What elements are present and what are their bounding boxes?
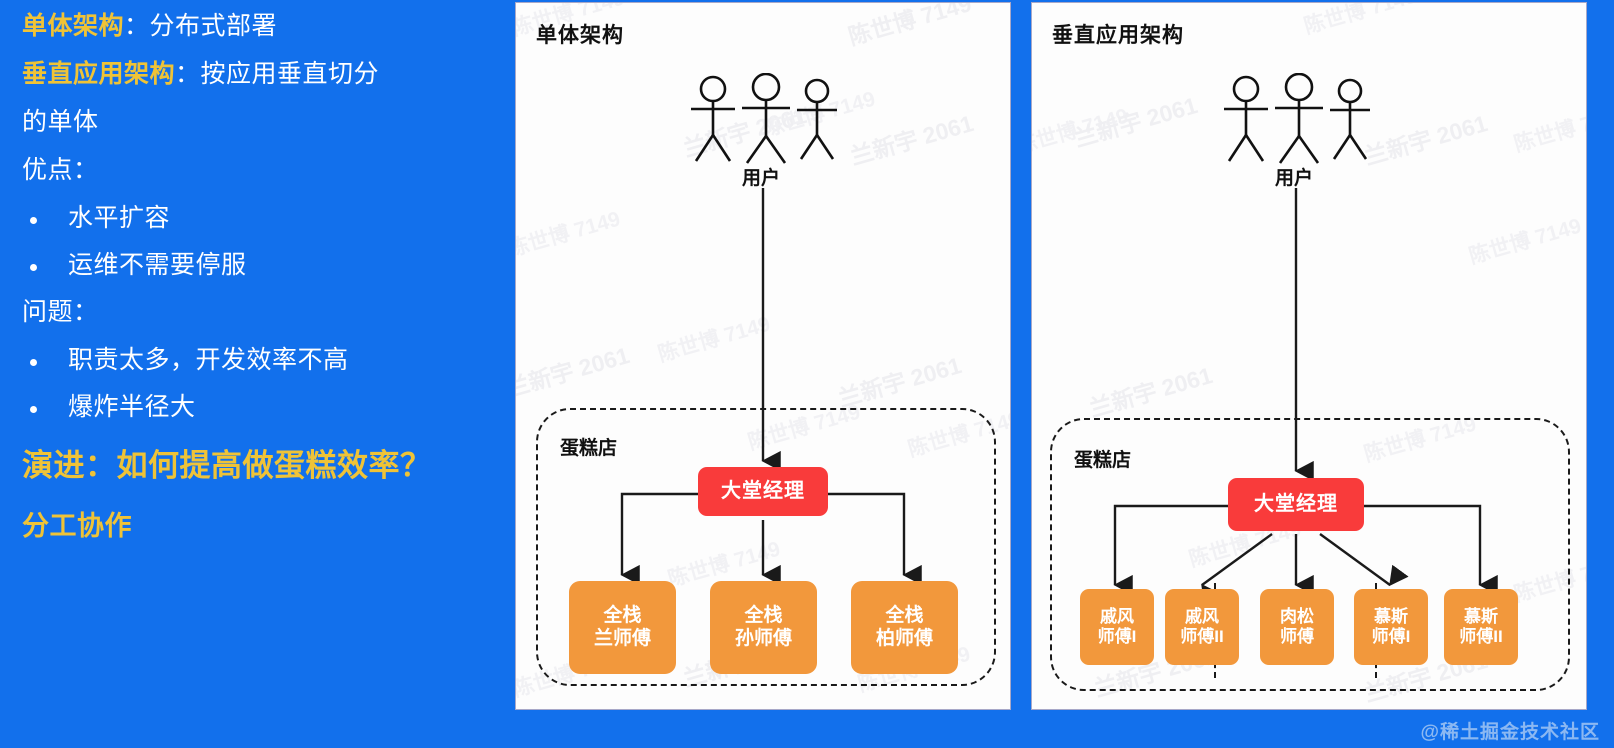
vertical-connectors: [1113, 188, 1498, 606]
slide-line-vertical-rest: ：按应用垂直切分: [175, 60, 380, 88]
worker-node-1[interactable]: 全栈 孙师傅: [710, 581, 817, 674]
worker-node-2[interactable]: 肉松 师傅: [1260, 589, 1334, 665]
pros-item-1-label: 运维不需要停服: [68, 251, 247, 279]
vertical-panel-title: 垂直应用架构: [1052, 24, 1184, 47]
worker-node-1-line1: 戚风: [1184, 606, 1219, 626]
cake-shop-label: 蛋糕店: [1074, 450, 1132, 471]
worker-node-2-line1: 全栈: [885, 605, 924, 627]
worker-node-2-line2: 柏师傅: [875, 627, 933, 649]
pros-heading: 优点：: [22, 156, 99, 184]
user-stick-figures: [691, 73, 837, 164]
vertical-architecture-panel: 垂直应用架构 陈世博 7149 兰新宇 2061 陈世博 7149 兰新宇 20…: [1031, 2, 1587, 710]
bullet-dot-icon: [30, 359, 37, 366]
issues-heading: 问题：: [22, 298, 99, 326]
worker-node-1[interactable]: 戚风 师傅II: [1165, 589, 1239, 665]
worker-node-0-line1: 全栈: [603, 605, 642, 627]
user-stick-figures: [1224, 73, 1370, 164]
worker-node-4-line1: 慕斯: [1463, 606, 1498, 626]
worker-node-3-line2: 师傅I: [1371, 627, 1411, 646]
corner-watermark: @稀土掘金技术社区: [1420, 722, 1600, 743]
manager-node[interactable]: 大堂经理: [698, 467, 828, 516]
monolith-connectors: [620, 188, 922, 586]
bullet-dot-icon: [30, 217, 37, 224]
slide-line-monolith-keyword: 单体架构: [22, 12, 125, 40]
worker-node-0-line1: 戚风: [1099, 606, 1134, 626]
pros-item-0-label: 水平扩容: [68, 204, 171, 232]
worker-node-4[interactable]: 慕斯 师傅II: [1444, 589, 1518, 665]
manager-node[interactable]: 大堂经理: [1228, 478, 1364, 531]
bullet-dot-icon: [30, 406, 37, 413]
cake-shop-boundary: [1050, 418, 1570, 691]
issues-item-0-label: 职责太多，开发效率不高: [68, 346, 349, 374]
cake-shop-label: 蛋糕店: [560, 438, 618, 459]
user-label: 用户: [1275, 168, 1314, 189]
worker-node-3[interactable]: 慕斯 师傅I: [1354, 589, 1428, 665]
slide-line-vertical-cont: 的单体: [22, 108, 99, 136]
worker-node-0-line2: 兰师傅: [593, 627, 651, 649]
pros-item-1: 运维不需要停服: [22, 253, 505, 278]
worker-node-4-line2: 师傅II: [1459, 627, 1503, 646]
slide-line-monolith-rest: ：分布式部署: [124, 12, 278, 40]
worker-node-2-line2: 师傅: [1280, 627, 1314, 646]
slide-text-panel: 单体架构：分布式部署 垂直应用架构：按应用垂直切分 的单体 优点： 水平扩容 运…: [0, 0, 515, 748]
evolution-question: 演进：如何提高做蛋糕效率？: [22, 448, 432, 483]
bullet-dot-icon: [30, 264, 37, 271]
issues-item-1: 爆炸半径大: [22, 395, 505, 420]
worker-node-1-line2: 孙师傅: [734, 627, 792, 649]
slide-line-vertical-keyword: 垂直应用架构: [22, 60, 176, 88]
worker-node-0[interactable]: 全栈 兰师傅: [569, 581, 676, 674]
slide-line-monolith: 单体架构：分布式部署: [22, 14, 505, 39]
user-label: 用户: [742, 168, 781, 189]
worker-node-0[interactable]: 戚风 师傅I: [1080, 589, 1154, 665]
collaboration-label: 分工协作: [22, 511, 132, 541]
worker-node-1-line1: 全栈: [744, 605, 783, 627]
worker-node-0-line2: 师傅I: [1097, 627, 1137, 646]
worker-node-3-line1: 慕斯: [1373, 606, 1408, 626]
monolith-architecture-panel: 单体架构 陈世博 7149 陈世博 7149 兰新宇 2061 陈世博 7149…: [515, 2, 1011, 710]
issues-item-1-label: 爆炸半径大: [68, 393, 196, 421]
monolith-panel-title: 单体架构: [536, 24, 624, 47]
cake-shop-boundary: [536, 408, 996, 686]
worker-node-2-line1: 肉松: [1280, 606, 1314, 626]
slide-line-vertical: 垂直应用架构：按应用垂直切分: [22, 62, 505, 87]
issues-item-0: 职责太多，开发效率不高: [22, 348, 505, 373]
worker-node-1-line2: 师傅II: [1180, 627, 1224, 646]
worker-node-2[interactable]: 全栈 柏师傅: [851, 581, 958, 674]
pros-item-0: 水平扩容: [22, 206, 505, 231]
